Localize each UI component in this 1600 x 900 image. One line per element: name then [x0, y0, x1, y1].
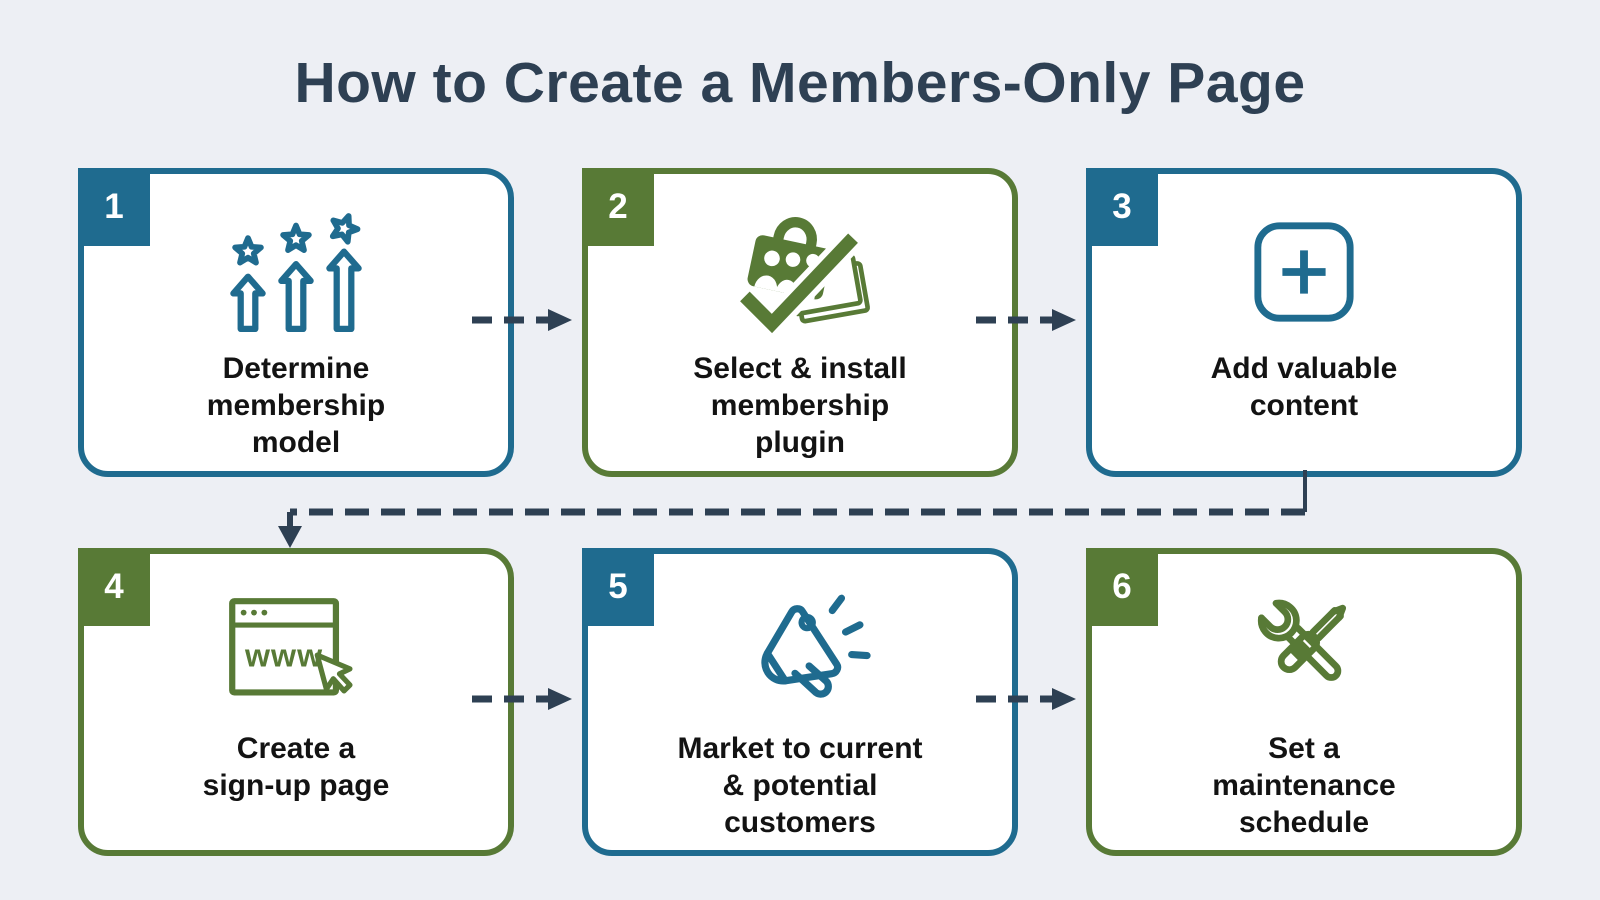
flow-connector-3-4 — [278, 470, 1307, 548]
step-number: 3 — [1112, 187, 1132, 226]
step-label: Create a sign-up page — [202, 732, 390, 802]
step-label: Add valuable content — [1210, 352, 1398, 422]
step-card-4: 4 www Create a sign-up page — [78, 548, 514, 856]
step-number-badge: 5 — [582, 548, 654, 626]
step-number-badge: 1 — [78, 168, 150, 246]
add-content-icon — [1254, 222, 1354, 322]
step-label: Select & install membership plugin — [693, 352, 907, 459]
step-number-badge: 2 — [582, 168, 654, 246]
step-label: Set a maintenance schedule — [1212, 732, 1396, 839]
growth-stars-icon — [230, 213, 362, 332]
megaphone-icon — [761, 594, 871, 698]
step-icon-wrap — [221, 198, 371, 346]
membership-plugin-icon — [736, 217, 870, 337]
step-label: Market to current & potential customers — [677, 732, 923, 839]
step-number: 5 — [608, 567, 628, 606]
step-number: 6 — [1112, 567, 1132, 606]
flow-arrow-1-2 — [472, 309, 572, 331]
step-card-1: 1 Determine membership model — [78, 168, 514, 477]
step-icon-wrap — [1250, 198, 1358, 346]
step-icon-wrap — [1235, 578, 1373, 726]
step-number: 1 — [104, 187, 124, 226]
step-card-5: 5 Market to current & potential customer… — [582, 548, 1018, 856]
step-icon-wrap: www — [226, 578, 366, 726]
step-number-badge: 6 — [1086, 548, 1158, 626]
step-number-badge: 3 — [1086, 168, 1158, 246]
www-text: www — [244, 638, 323, 674]
flow-arrow-2-3 — [976, 309, 1076, 331]
page-title: How to Create a Members-Only Page — [294, 51, 1306, 115]
step-number: 4 — [104, 567, 124, 606]
step-card-6: 6 Set a mainte — [1086, 548, 1522, 856]
flow-arrow-4-5 — [472, 688, 572, 710]
flow-arrow-5-6 — [976, 688, 1076, 710]
step-number-badge: 4 — [78, 548, 150, 626]
step-number: 2 — [608, 187, 628, 226]
step-card-3: 3 Add valuable content — [1086, 168, 1522, 477]
step-icon-wrap — [720, 198, 880, 346]
maintenance-icon — [1257, 599, 1347, 681]
step-card-2: 2 Select & install member — [582, 168, 1018, 477]
step-icon-wrap — [725, 578, 875, 726]
signup-page-icon: www — [229, 598, 353, 696]
step-label: Determine membership model — [206, 352, 386, 459]
